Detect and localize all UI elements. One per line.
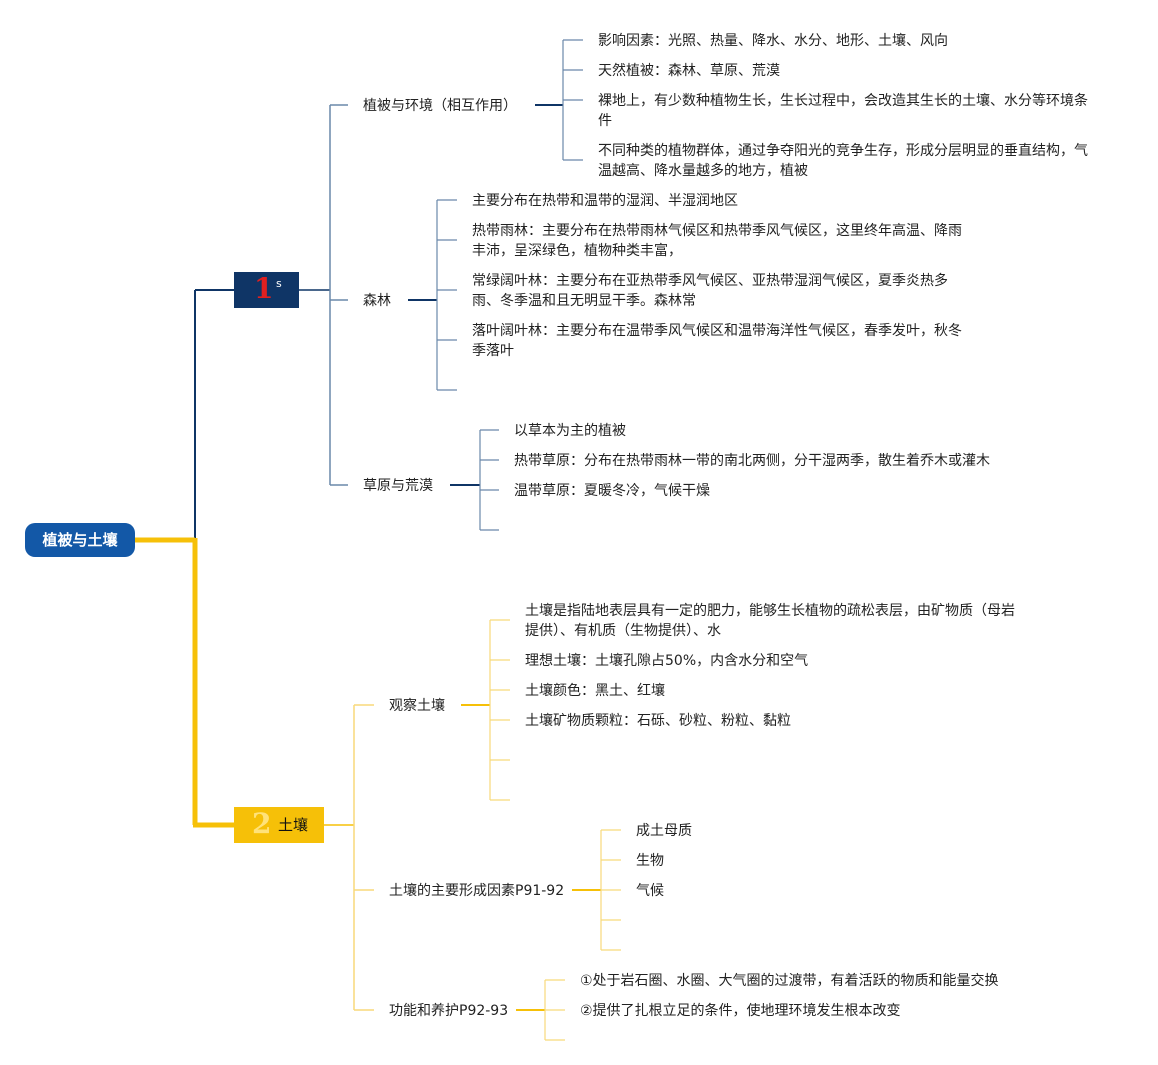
topic-node[interactable]: 土壤的主要形成因素P91-92: [389, 883, 565, 899]
topic-node[interactable]: 草原与荒漠: [363, 478, 433, 494]
topic-node[interactable]: 森林: [363, 293, 391, 309]
leaf-node[interactable]: 裸地上，有少数种植物生长，生长过程中，会改造其生长的土壤、水分等环境条件: [598, 93, 1088, 129]
leaf-node[interactable]: 常绿阔叶林：主要分布在亚热带季风气候区、亚热带湿润气候区，夏季炎热多雨、冬季温和…: [472, 273, 948, 309]
leaf-node[interactable]: 温带草原：夏暖冬冷，气候干燥: [514, 483, 710, 499]
topic-node[interactable]: 观察土壤: [389, 698, 445, 714]
leaf-node[interactable]: 成土母质: [636, 823, 692, 839]
leaf-node[interactable]: 以草本为主的植被: [514, 423, 626, 439]
leaf-node[interactable]: 热带雨林：主要分布在热带雨林气候区和热带季风气候区，这里终年高温、降雨丰沛，呈深…: [472, 223, 962, 259]
leaf-node[interactable]: 落叶阔叶林：主要分布在温带季风气候区和温带海洋性气候区，春季发叶，秋冬季落叶: [472, 323, 962, 359]
leaf-node[interactable]: 热带草原：分布在热带雨林一带的南北两侧，分干湿两季，散生着乔木或灌木: [514, 453, 990, 469]
leaf-node[interactable]: 主要分布在热带和温带的湿润、半湿润地区: [472, 193, 738, 209]
leaf-node[interactable]: 生物: [636, 853, 664, 869]
leaf-node[interactable]: ②提供了扎根立足的条件，使地理环境发生根本改变: [580, 1003, 901, 1019]
category-node-2[interactable]: 2 土壤: [234, 807, 324, 843]
leaf-node[interactable]: 不同种类的植物群体，通过争夺阳光的竞争生存，形成分层明显的垂直结构，气温越高、降…: [598, 143, 1088, 179]
topic-node[interactable]: 功能和养护P92-93: [389, 1003, 509, 1019]
category-number: 2: [252, 807, 272, 840]
category-label: s: [276, 277, 282, 290]
leaf-node[interactable]: 理想土壤：土壤孔隙占50%，内含水分和空气: [525, 653, 809, 669]
topic-node[interactable]: 植被与环境（相互作用）: [363, 98, 517, 114]
leaf-node[interactable]: 影响因素：光照、热量、降水、水分、地形、土壤、风向: [598, 33, 948, 49]
category-node-1[interactable]: 1 s: [234, 272, 299, 308]
leaf-node[interactable]: 土壤矿物质颗粒：石砾、砂粒、粉粒、黏粒: [525, 713, 791, 729]
leaf-node[interactable]: ①处于岩石圈、水圈、大气圈的过渡带，有着活跃的物质和能量交换: [580, 973, 999, 989]
leaf-node[interactable]: 天然植被：森林、草原、荒漠: [598, 63, 780, 79]
leaf-node[interactable]: 气候: [636, 883, 664, 899]
root-node[interactable]: 植被与土壤: [25, 523, 135, 557]
category-number: 1: [254, 272, 274, 305]
leaf-node[interactable]: 土壤颜色：黑土、红壤: [525, 683, 665, 699]
category-label: 土壤: [278, 816, 309, 834]
leaf-node[interactable]: 土壤是指陆地表层具有一定的肥力，能够生长植物的疏松表层，由矿物质（母岩提供）、有…: [525, 603, 1015, 639]
